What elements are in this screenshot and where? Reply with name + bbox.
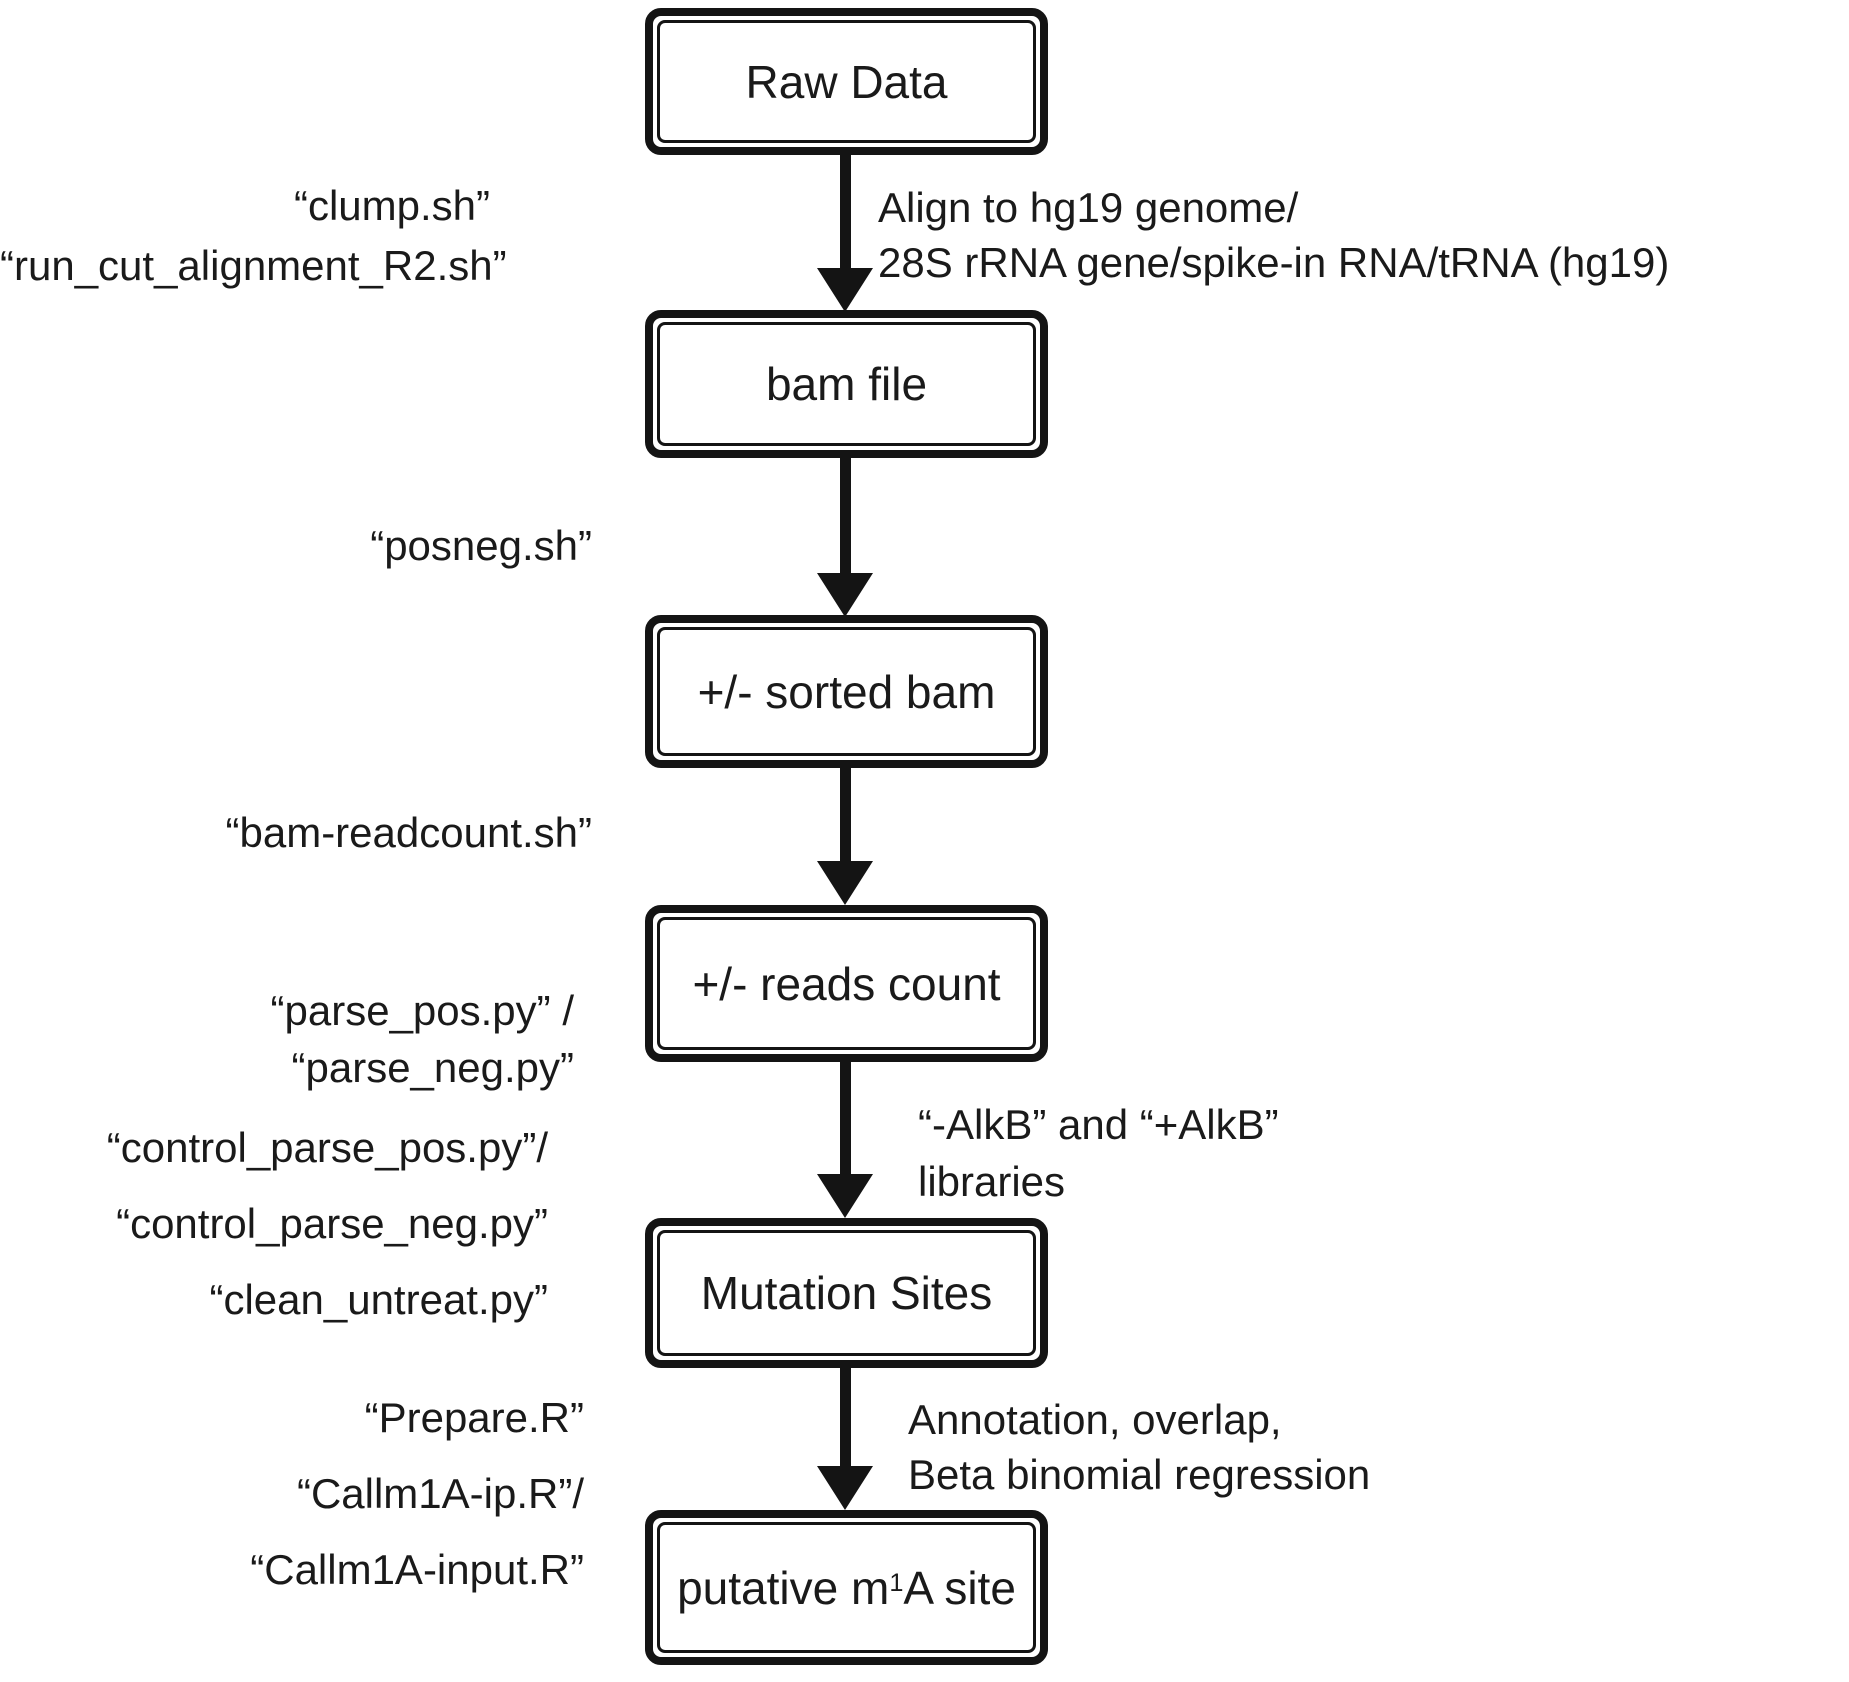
script-clean-untreat: “clean_untreat.py” — [209, 1276, 548, 1323]
box-raw-data: Raw Data — [645, 8, 1048, 155]
box-bam-file-frame: bam file — [657, 322, 1036, 446]
note-align-line2: 28S rRNA gene/spike-in RNA/tRNA (hg19) — [878, 239, 1670, 286]
note-alkb-libraries: “-AlkB” and “+AlkB” libraries — [918, 1096, 1279, 1210]
script-control-parse-neg: “control_parse_neg.py” — [116, 1200, 548, 1247]
note-alkb-line2: libraries — [918, 1158, 1066, 1205]
box-reads-count-frame: +/- reads count — [657, 917, 1036, 1050]
note-align-line1: Align to hg19 genome/ — [878, 184, 1299, 231]
box-mutation-sites-label: Mutation Sites — [700, 1267, 993, 1319]
script-label-step4: “parse_pos.py” / “parse_neg.py” — [0, 982, 574, 1096]
box-sorted-bam-frame: +/- sorted bam — [657, 627, 1036, 756]
putative-label-prefix: putative m — [677, 1561, 890, 1614]
script-label-step2: “posneg.sh” — [0, 516, 592, 576]
arrow-2-stem — [840, 455, 851, 575]
script-label-step1: “clump.sh” “run_cut_alignment_R2.sh” — [0, 176, 507, 296]
box-reads-count-label: +/- reads count — [692, 957, 1001, 1010]
note-align-hg19: Align to hg19 genome/ 28S rRNA gene/spik… — [878, 180, 1669, 290]
box-mutation-sites: Mutation Sites — [645, 1218, 1048, 1368]
script-bam-readcount: “bam-readcount.sh” — [225, 809, 593, 856]
box-putative-m1a-site-label: putative m1A site — [677, 1561, 1016, 1615]
box-raw-data-frame: Raw Data — [657, 20, 1036, 143]
arrow-2-head-icon — [817, 573, 873, 617]
note-annotation-line1: Annotation, overlap, — [908, 1396, 1282, 1443]
script-run-cut-alignment: “run_cut_alignment_R2.sh” — [0, 242, 507, 289]
script-callm1a-ip: “Callm1A-ip.R”/ — [296, 1470, 584, 1517]
box-sorted-bam: +/- sorted bam — [645, 615, 1048, 768]
note-alkb-line1: “-AlkB” and “+AlkB” — [918, 1101, 1279, 1148]
note-annotation-regression: Annotation, overlap, Beta binomial regre… — [908, 1392, 1370, 1502]
arrow-1-head-icon — [817, 268, 873, 312]
note-annotation-line2: Beta binomial regression — [908, 1451, 1371, 1498]
box-sorted-bam-label: +/- sorted bam — [697, 665, 996, 718]
arrow-4-stem — [840, 1059, 851, 1176]
script-label-step3: “bam-readcount.sh” — [0, 803, 593, 863]
script-label-step4-control: “control_parse_pos.py”/ “control_parse_n… — [0, 1110, 548, 1338]
script-parse-pos: “parse_pos.py” / — [270, 987, 574, 1034]
box-bam-file-label: bam file — [765, 358, 928, 410]
script-callm1a-input: “Callm1A-input.R” — [250, 1546, 584, 1593]
script-control-parse-pos: “control_parse_pos.py”/ — [106, 1124, 548, 1171]
box-reads-count: +/- reads count — [645, 905, 1048, 1062]
arrow-4-head-icon — [817, 1174, 873, 1218]
arrow-5-stem — [840, 1365, 851, 1468]
box-bam-file: bam file — [645, 310, 1048, 458]
box-putative-m1a-site-frame: putative m1A site — [657, 1522, 1036, 1653]
script-prepare-r: “Prepare.R” — [364, 1394, 584, 1441]
script-posneg: “posneg.sh” — [370, 522, 592, 569]
script-clump: “clump.sh” — [293, 182, 490, 229]
arrow-3-head-icon — [817, 861, 873, 905]
box-putative-m1a-site: putative m1A site — [645, 1510, 1048, 1665]
box-raw-data-label: Raw Data — [745, 55, 948, 108]
box-mutation-sites-frame: Mutation Sites — [657, 1230, 1036, 1356]
script-label-step5: “Prepare.R” “Callm1A-ip.R”/ “Callm1A-inp… — [0, 1380, 584, 1608]
putative-label-suffix: A site — [903, 1561, 1016, 1614]
script-parse-neg: “parse_neg.py” — [291, 1044, 575, 1091]
arrow-5-head-icon — [817, 1466, 873, 1510]
arrow-1-stem — [840, 152, 851, 270]
arrow-3-stem — [840, 765, 851, 863]
superscript-1: 1 — [889, 1568, 904, 1597]
